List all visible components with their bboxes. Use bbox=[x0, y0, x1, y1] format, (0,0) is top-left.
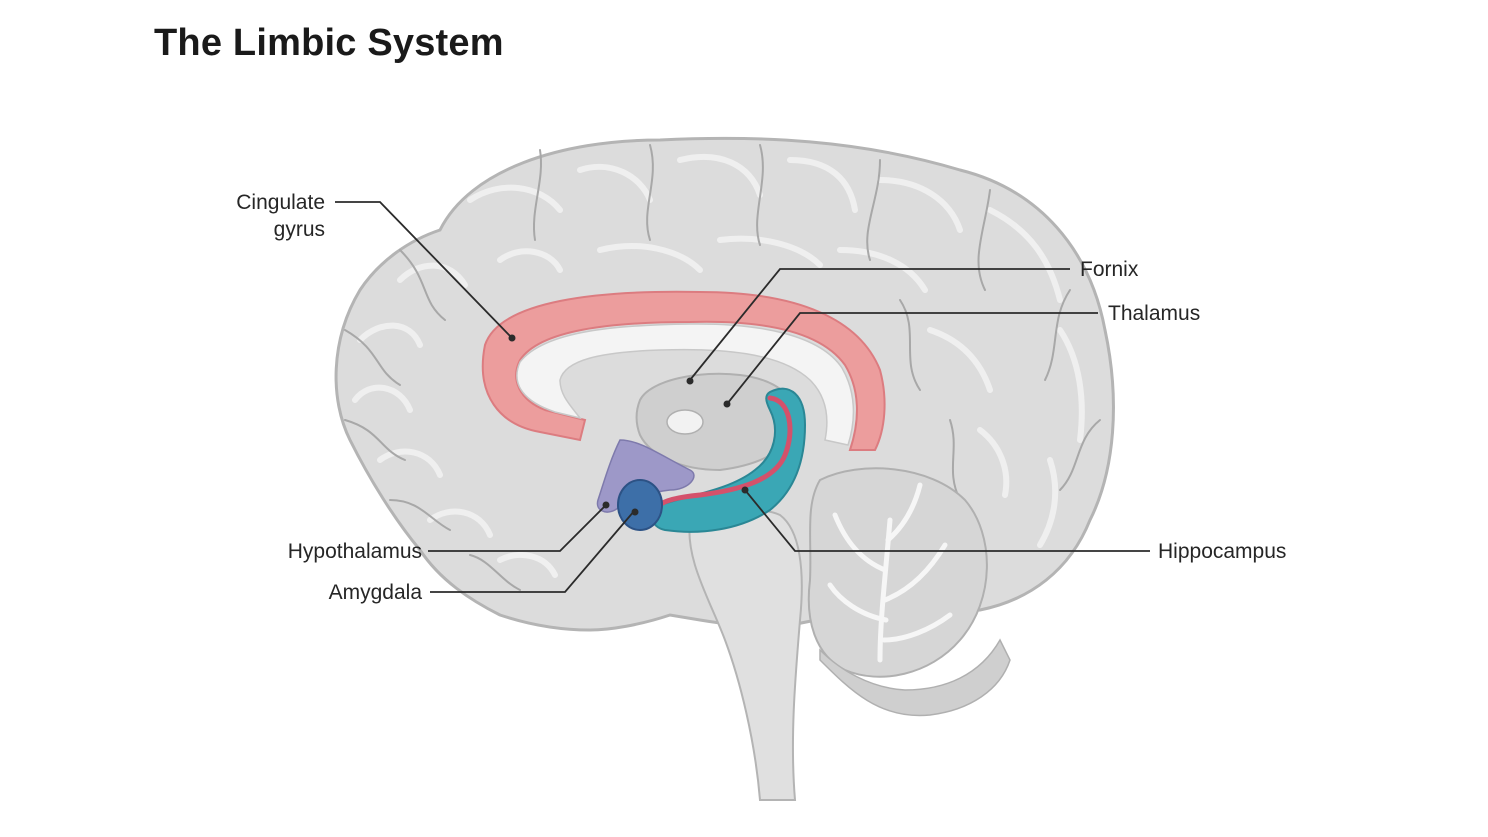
hippocampus-leader bbox=[744, 489, 1150, 552]
sulci-lines bbox=[344, 144, 1101, 591]
label-hypothalamus: Hypothalamus bbox=[288, 540, 422, 563]
fornix-stripe bbox=[657, 395, 793, 508]
label-hippocampus: Hippocampus bbox=[1158, 540, 1286, 563]
cingulate-leader bbox=[335, 201, 513, 339]
thalamus-leader bbox=[726, 312, 1098, 405]
arbor-vitae bbox=[827, 482, 953, 663]
leader-lines bbox=[335, 201, 1150, 593]
cingulate-gyrus-shape bbox=[481, 290, 886, 451]
label-thalamus: Thalamus bbox=[1108, 302, 1200, 325]
hypothalamus-leader bbox=[428, 504, 607, 552]
label-amygdala: Amygdala bbox=[329, 581, 423, 604]
corpus-callosum-shape bbox=[516, 323, 855, 446]
label-cingulate-gyrus-2: gyrus bbox=[274, 218, 325, 241]
fornix-leader bbox=[689, 268, 1070, 381]
amygdala-leader bbox=[430, 509, 636, 593]
gyri-highlights bbox=[352, 153, 1085, 578]
label-fornix: Fornix bbox=[1080, 258, 1139, 281]
leader-dots bbox=[508, 334, 749, 516]
label-cingulate-gyrus-1: Cingulate bbox=[236, 191, 325, 214]
brainstem-shape bbox=[688, 508, 803, 801]
thalamus-adhesion bbox=[666, 409, 704, 435]
lower-cerebellum bbox=[819, 638, 1011, 717]
cerebellum-shape bbox=[807, 467, 988, 678]
diagram-title: The Limbic System bbox=[154, 22, 504, 64]
